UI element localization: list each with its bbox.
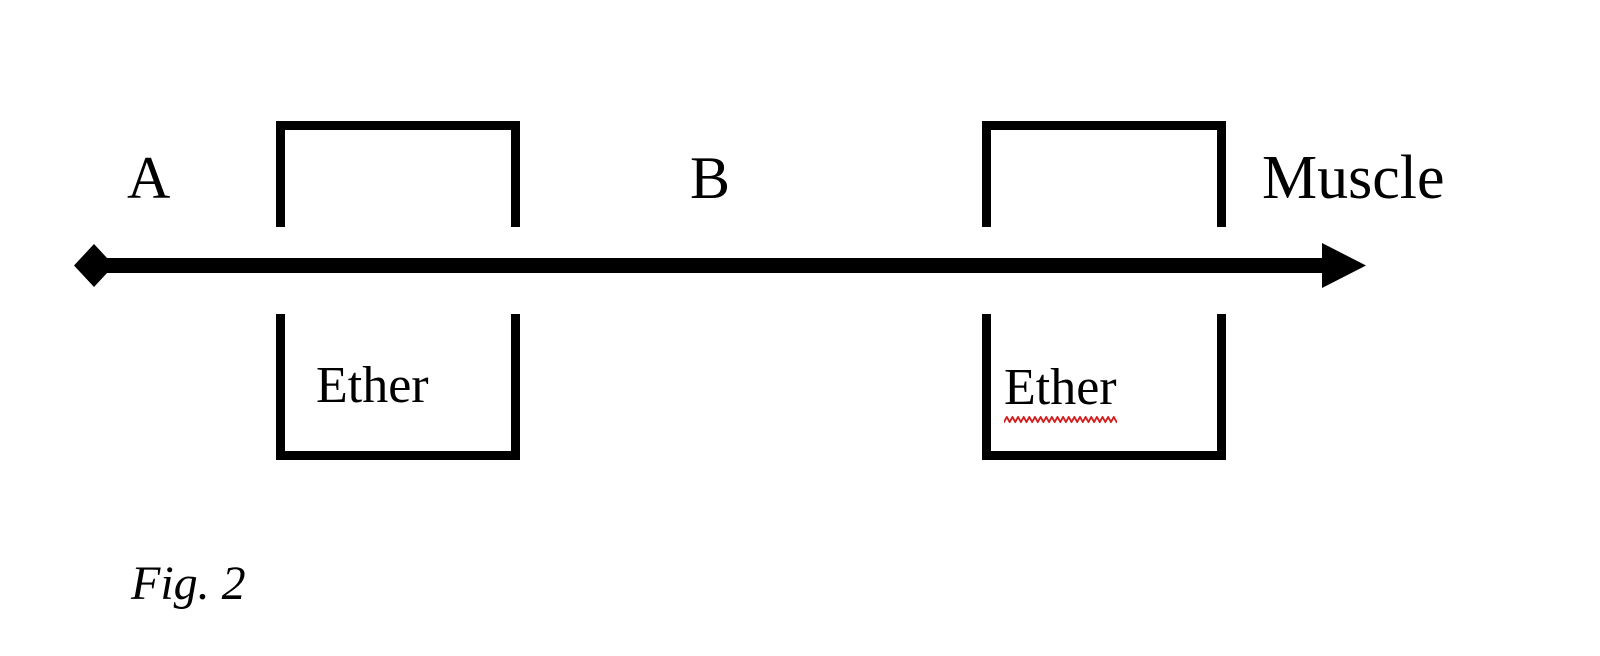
double-ended-arrow-icon (74, 236, 1366, 296)
right-vessel-upper-bracket (982, 121, 1226, 227)
label-point-b: B (690, 145, 731, 211)
left-vessel-content-label: Ether (316, 357, 429, 414)
right-vessel-content-label: Ether (1004, 359, 1117, 416)
right-vessel-lower-beaker (982, 314, 1226, 460)
misspelled-word: Ether (1004, 359, 1117, 424)
label-point-a: A (127, 145, 171, 211)
figure-caption: Fig. 2 (131, 557, 246, 610)
label-endpoint-muscle: Muscle (1262, 144, 1445, 212)
left-vessel-upper-bracket (276, 121, 520, 227)
right-vessel-content-label-wrapper: Ether (1004, 359, 1117, 424)
left-vessel-lower-beaker (276, 314, 520, 460)
